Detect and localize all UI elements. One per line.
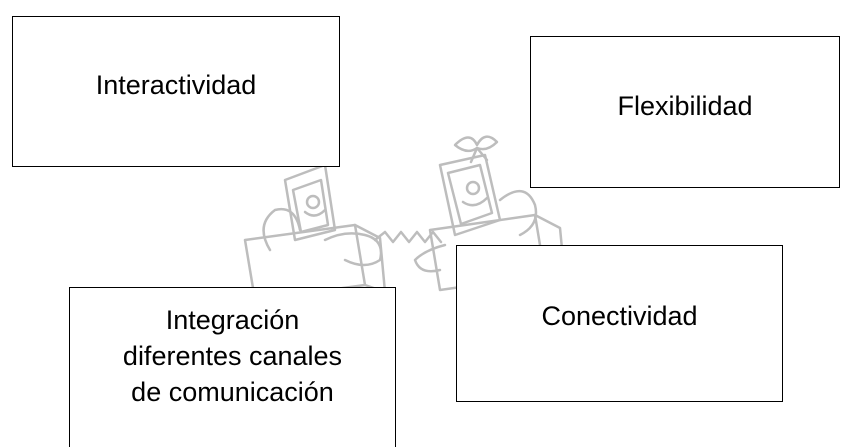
integracion-line-1: Integración [165,305,300,335]
integracion-line-2: diferentes canales [122,341,343,371]
interactividad-box: Interactividad [12,16,340,167]
integracion-box: Integración diferentes canales de comuni… [69,287,396,447]
integracion-line-3: de comunicación [131,377,334,407]
flexibilidad-label: Flexibilidad [617,91,753,121]
integracion-label: Integración diferentes canales de comuni… [123,302,342,410]
conectividad-label: Conectividad [541,301,698,331]
flexibilidad-box: Flexibilidad [530,36,840,188]
interactividad-label: Interactividad [95,70,257,100]
conectividad-box: Conectividad [456,245,783,402]
